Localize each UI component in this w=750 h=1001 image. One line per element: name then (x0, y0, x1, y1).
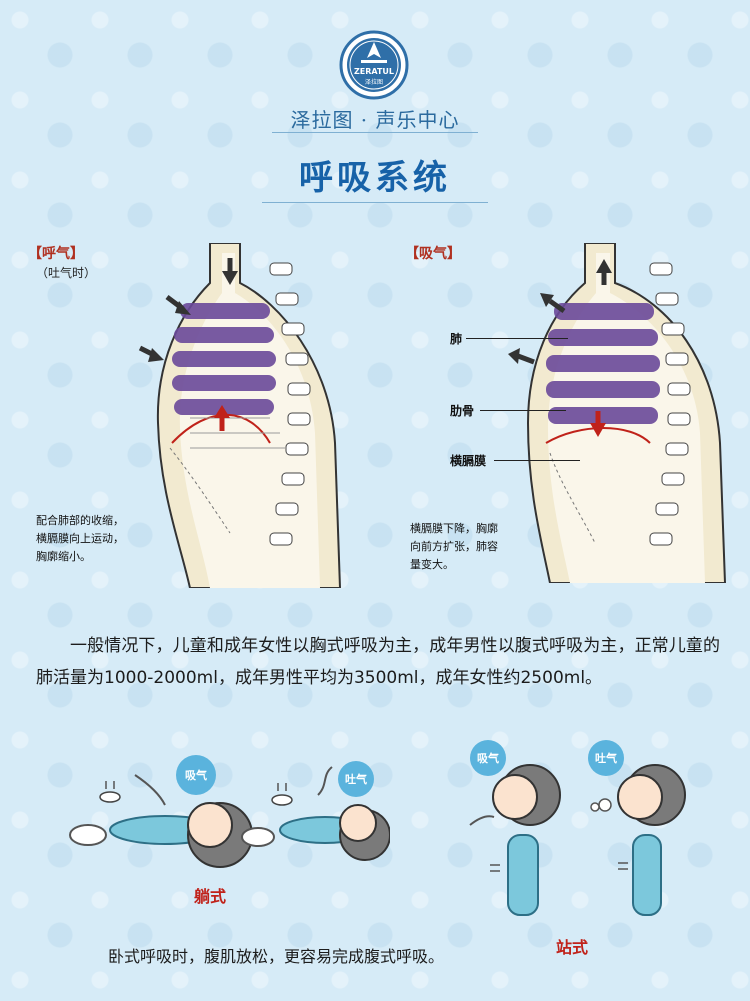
exhale-subtitle: （吐气时） (36, 266, 97, 280)
brand-divider (272, 132, 478, 133)
zeratul-logo: ZERATUL 泽拉图 (339, 30, 409, 100)
logo-text: ZERATUL (354, 67, 394, 76)
exhale-caption: 配合肺部的收缩， 横膈膜向上运动， 胸廓缩小。 (36, 512, 124, 566)
lying-figures-illustration (69, 766, 390, 868)
inhale-bubble: 吸气 (176, 755, 216, 795)
arrow-in-icon (165, 295, 191, 315)
label-diaphragm: 横膈膜 (450, 454, 487, 468)
inhale-tag: 【吸气】 (405, 246, 461, 262)
standing-caption: 站式 (556, 938, 589, 957)
lying-caption: 躺式 (194, 887, 227, 906)
arrow-out-icon (508, 348, 535, 365)
exhale-bubble: 吐气 (588, 740, 624, 776)
page-title: 呼吸系统 (299, 158, 451, 198)
brand-name: 泽拉图 · 声乐中心 (290, 108, 460, 132)
caption-line: 配合肺部的收缩， (36, 514, 124, 527)
caption-line: 横膈膜向上运动， (36, 532, 124, 545)
leader-line (494, 460, 580, 461)
inhale-caption: 横膈膜下降，胸廓 向前方扩张，肺容 量变大。 (410, 520, 498, 574)
body-paragraph: 一般情况下，儿童和成年女性以胸式呼吸为主，成年男性以腹式呼吸为主，正常儿童的肺活… (36, 636, 720, 688)
inhale-bubble: 吸气 (470, 740, 506, 776)
leader-line (480, 410, 566, 411)
exhale-bubble: 吐气 (338, 761, 374, 797)
label-rib: 肋骨 (450, 404, 475, 418)
logo-subtext: 泽拉图 (365, 78, 383, 86)
leader-line (466, 338, 568, 339)
arrow-out-icon (540, 293, 566, 314)
label-lung: 肺 (450, 332, 463, 346)
caption-line: 胸廓缩小。 (36, 550, 91, 563)
caption-line: 横膈膜下降，胸廓 (410, 522, 498, 535)
inhale-torso-illustration (526, 243, 727, 583)
lying-note: 卧式呼吸时，腹肌放松，更容易完成腹式呼吸。 (108, 947, 445, 966)
standing-figures-illustration (469, 764, 686, 916)
exhale-tag: 【呼气】 (28, 246, 84, 262)
caption-line: 向前方扩张，肺容 (410, 540, 498, 553)
caption-line: 量变大。 (410, 558, 454, 571)
arrow-in-icon (138, 345, 164, 362)
exhale-torso-illustration (156, 243, 342, 588)
title-divider (262, 202, 488, 203)
